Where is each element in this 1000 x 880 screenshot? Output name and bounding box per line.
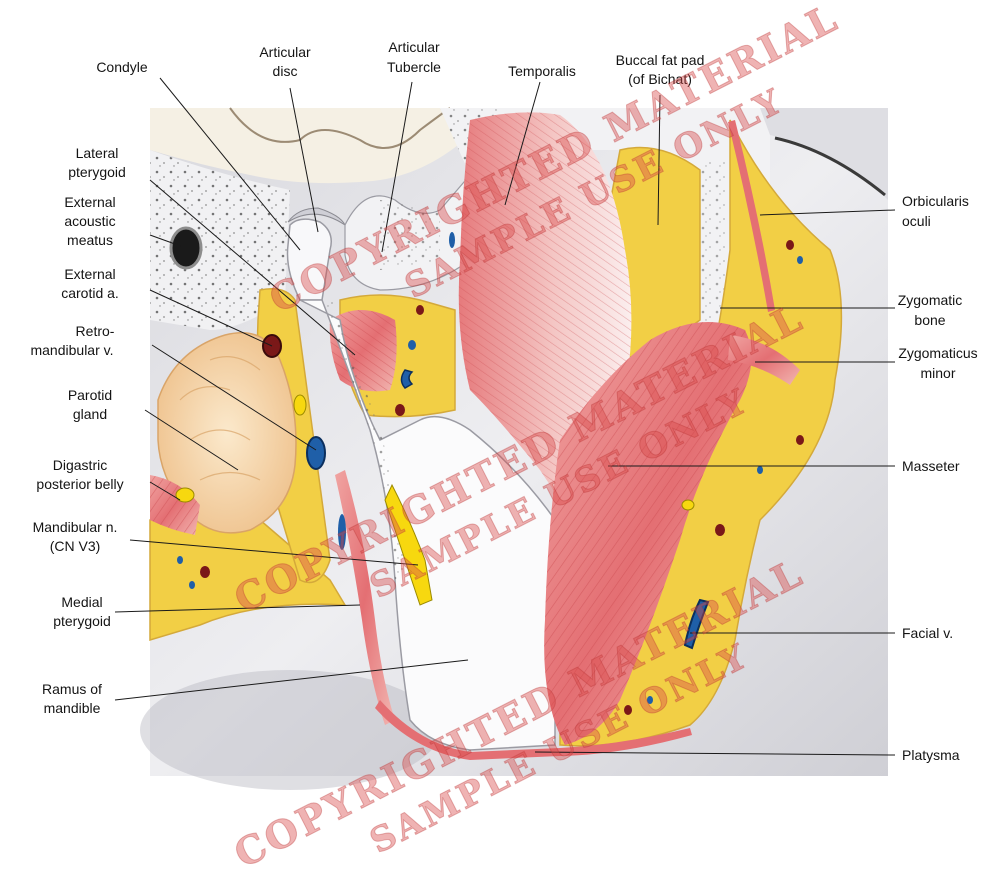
parotid-texture <box>179 356 261 481</box>
zygomaticus-minor <box>728 335 800 385</box>
artery-small-3 <box>200 566 210 578</box>
label-zygomatic-bone-line1: Zygomatic <box>898 292 963 308</box>
label-ramus-line1: Ramus of <box>42 681 102 697</box>
label-retromandibular-line1: Retro- <box>76 323 115 339</box>
label-masseter: Masseter <box>902 458 960 474</box>
artery-small-6 <box>796 435 804 445</box>
label-lateral-pterygoid-line2: pterygoid <box>68 164 126 180</box>
masseter-fibers <box>544 322 752 745</box>
vein-small-2 <box>449 232 455 248</box>
shadow-region <box>140 670 440 790</box>
nerve-small-2 <box>293 394 307 416</box>
label-temporalis: Temporalis <box>508 63 576 79</box>
label-medial-pterygoid-line1: Medial <box>61 594 102 610</box>
label-articular-disc-line2: disc <box>273 63 298 79</box>
retromandibular-vein <box>306 436 326 470</box>
label-mandibular-nerve-line1: Mandibular n. <box>33 519 118 535</box>
tubercle-speckle <box>380 200 440 270</box>
label-digastric-line1: Digastric <box>53 457 107 473</box>
orbicularis-oculi <box>728 120 775 312</box>
label-facial-vein: Facial v. <box>902 625 953 641</box>
artery-small-5 <box>715 524 725 536</box>
label-orbicularis-oculi-line1: Orbicularis <box>902 193 969 209</box>
label-retromandibular-line2: mandibular v. <box>30 342 113 358</box>
platysma <box>375 700 692 760</box>
label-orbicularis-oculi-line2: oculi <box>902 213 931 229</box>
label-parotid-gland-line1: Parotid <box>68 387 112 403</box>
vein-small-5 <box>189 581 195 589</box>
label-buccal-fat-pad-line1: Buccal fat pad <box>616 52 705 68</box>
lateral-pterygoid-fibers <box>329 310 397 392</box>
facial-vein <box>683 598 710 650</box>
vein-small-1 <box>408 340 416 350</box>
label-ramus-line2: mandible <box>44 700 101 716</box>
vein-small-8 <box>647 696 653 704</box>
vein-small-3 <box>338 514 346 550</box>
label-external-acoustic-meatus-line1: External <box>64 194 115 210</box>
vein-small-4 <box>177 556 183 564</box>
vein-small-6 <box>797 256 803 264</box>
label-parotid-gland-line2: gland <box>73 406 107 422</box>
label-external-acoustic-meatus-line2: acoustic <box>64 213 115 229</box>
vein-small-7 <box>757 466 763 474</box>
artery-small-7 <box>624 705 632 715</box>
label-articular-tubercle-line2: Tubercle <box>387 59 441 75</box>
nerve-small-3 <box>681 499 695 511</box>
label-condyle: Condyle <box>96 59 148 75</box>
eyelash <box>774 136 886 197</box>
leader-lines <box>114 77 896 756</box>
label-zygomaticus-minor-line1: Zygomaticus <box>898 345 977 361</box>
label-buccal-fat-pad-line2: (of Bichat) <box>628 71 692 87</box>
label-mandibular-nerve-line2: (CN V3) <box>50 538 101 554</box>
label-external-acoustic-meatus-line3: meatus <box>67 232 113 248</box>
mandibular-nerve <box>384 483 433 606</box>
label-zygomaticus-minor-line2: minor <box>920 365 955 381</box>
label-medial-pterygoid-line2: pterygoid <box>53 613 111 629</box>
artery-small-4 <box>786 240 794 250</box>
artery-small-1 <box>395 404 405 416</box>
label-lateral-pterygoid-line1: Lateral <box>76 145 119 161</box>
label-digastric-line2: posterior belly <box>36 476 123 492</box>
label-articular-tubercle-line1: Articular <box>388 39 440 55</box>
label-external-carotid-line2: carotid a. <box>61 285 119 301</box>
label-platysma: Platysma <box>902 747 960 763</box>
articular-disc <box>287 207 347 227</box>
ramus-cortex-speckle <box>322 300 405 580</box>
labels: Condyle Articular disc Articular Tubercl… <box>30 39 977 763</box>
artery-small-2 <box>416 305 424 315</box>
label-articular-disc-line1: Articular <box>259 44 311 60</box>
eyelid <box>760 108 888 200</box>
nerve-small-1 <box>175 487 195 503</box>
label-zygomatic-bone-line2: bone <box>914 312 945 328</box>
medial-pterygoid <box>335 470 395 725</box>
condyle <box>286 218 332 301</box>
brain-fold <box>229 107 451 149</box>
label-external-carotid-line1: External <box>64 266 115 282</box>
vein-in-fat <box>400 369 414 389</box>
